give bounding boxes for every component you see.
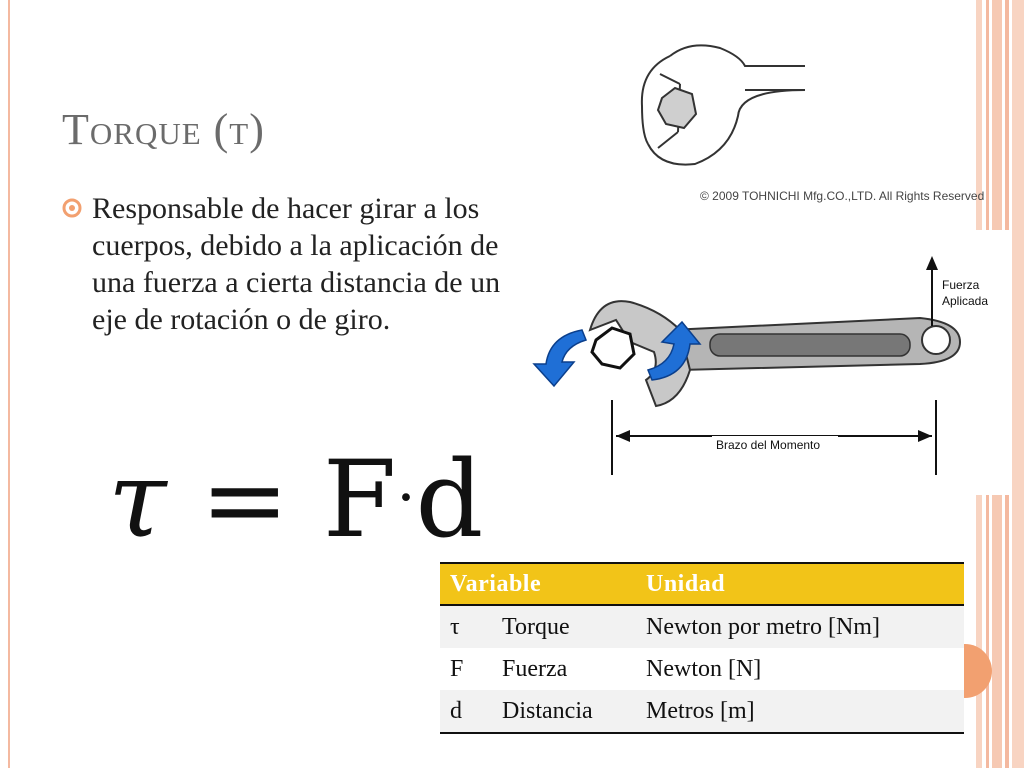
- open-wrench-image: [640, 44, 806, 166]
- formula-F: F: [322, 438, 397, 561]
- bullet-text: Responsable de hacer girar a los cuerpos…: [92, 192, 501, 336]
- arm-label: Brazo del Momento: [716, 438, 820, 452]
- cell-unit: Newton por metro [Nm]: [636, 604, 964, 648]
- decor-left-line: [8, 0, 10, 768]
- cell-unit: Metros [m]: [636, 690, 964, 733]
- wrench-diagram: Brazo del Momento Fuerza Aplicada: [520, 230, 1010, 495]
- slide-title: Torque (τ): [62, 105, 265, 154]
- header-variable: Variable: [440, 563, 636, 605]
- decor-stripe-5: [1012, 0, 1024, 768]
- cell-name: Torque: [492, 604, 636, 648]
- formula-d: d: [415, 438, 484, 561]
- table-row: τ Torque Newton por metro [Nm]: [440, 604, 964, 648]
- cell-unit: Newton [N]: [636, 648, 964, 690]
- cell-name: Fuerza: [492, 648, 636, 690]
- torque-formula: τ = F·d: [108, 438, 483, 561]
- force-label-2: Aplicada: [942, 294, 988, 308]
- force-label-1: Fuerza: [942, 278, 980, 292]
- cell-symbol: F: [440, 648, 492, 690]
- bullet-icon: [62, 198, 82, 218]
- formula-equals: =: [200, 438, 290, 561]
- header-unidad: Unidad: [636, 563, 964, 605]
- cell-name: Distancia: [492, 690, 636, 733]
- table-row: d Distancia Metros [m]: [440, 690, 964, 733]
- bullet-point: Responsable de hacer girar a los cuerpos…: [62, 190, 532, 338]
- table-row: F Fuerza Newton [N]: [440, 648, 964, 690]
- cell-symbol: τ: [440, 604, 492, 648]
- table-header-row: Variable Unidad: [440, 563, 964, 605]
- variables-table: Variable Unidad τ Torque Newton por metr…: [440, 562, 964, 734]
- cell-symbol: d: [440, 690, 492, 733]
- formula-dot: ·: [396, 463, 416, 533]
- formula-tau: τ: [108, 438, 167, 561]
- copyright-text: © 2009 TOHNICHI Mfg.CO.,LTD. All Rights …: [700, 189, 985, 203]
